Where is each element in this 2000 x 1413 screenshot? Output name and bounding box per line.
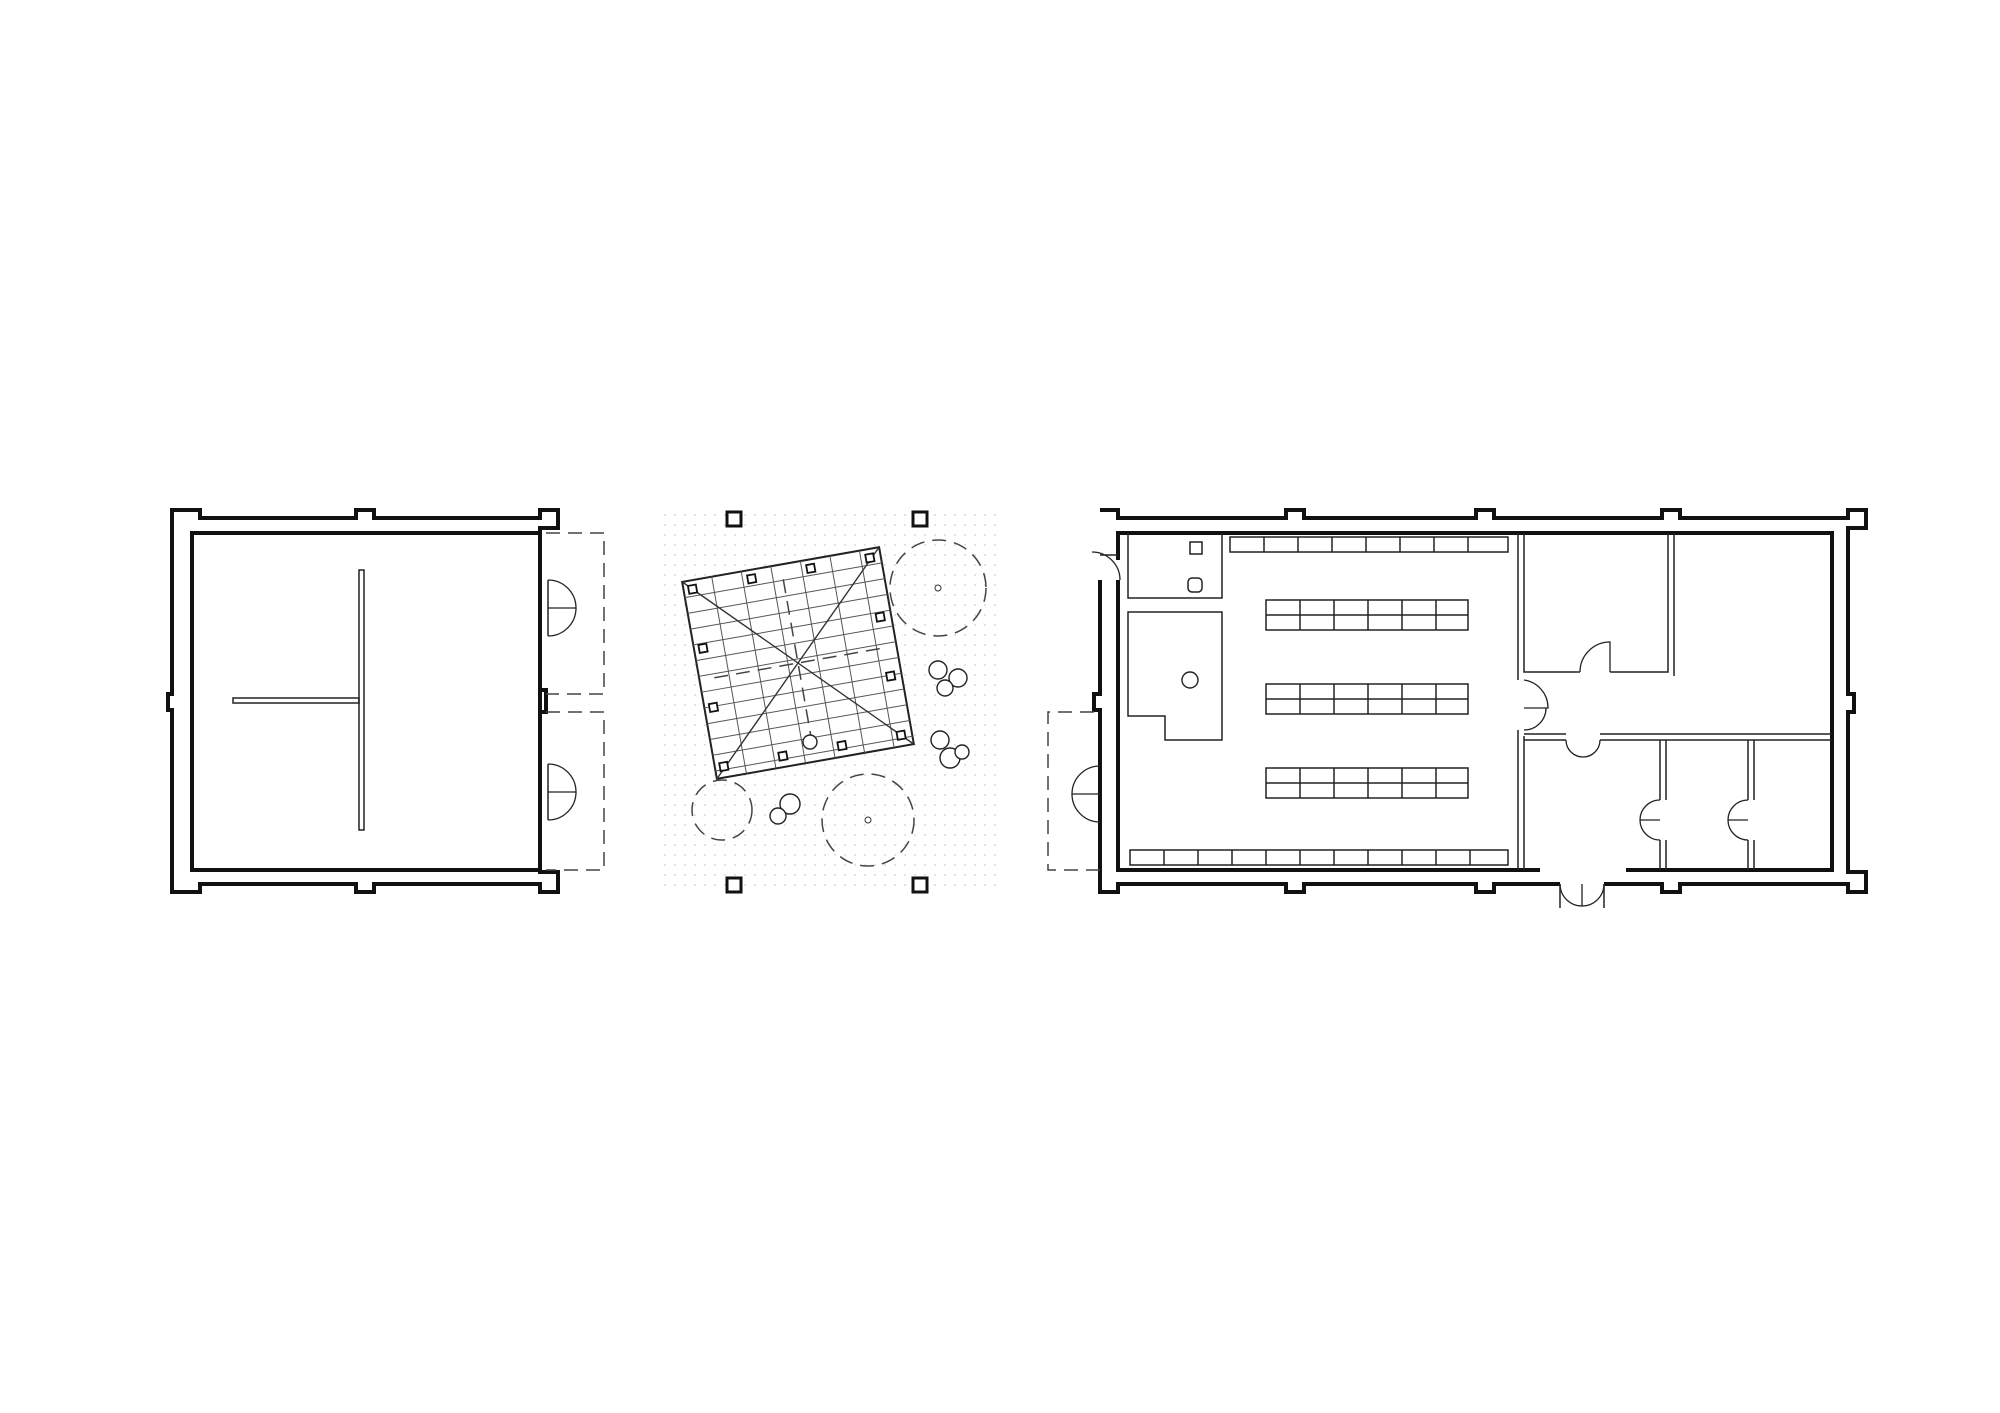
tree-top-right: [889, 539, 987, 637]
left-plan-dashed-canopy-upper: [546, 532, 605, 695]
people-group-left-lower: [769, 793, 801, 825]
left-plan-outer-wall: [166, 508, 560, 894]
right-floor-plan: [1047, 508, 1868, 908]
right-plan-partitions: [1517, 533, 1832, 870]
people-group-right-upper: [928, 660, 968, 697]
tree-bottom-left: [691, 779, 753, 841]
middle-courtyard-plan: [660, 510, 998, 894]
room-door-right: [1727, 799, 1749, 841]
office-door: [1579, 641, 1611, 673]
room-door-left: [1639, 799, 1661, 841]
column-bottom-right: [911, 876, 929, 894]
left-plan-dashed-canopy-lower: [546, 711, 605, 871]
right-plan-door-topleft: [1091, 551, 1121, 581]
reception-counter: [1127, 611, 1223, 741]
shelf-row-top: [1229, 536, 1509, 553]
shelf-row-3: [1265, 767, 1469, 799]
shelf-row-2: [1265, 683, 1469, 715]
right-plan-dashed-canopy: [1047, 711, 1100, 871]
column-bottom-left: [725, 876, 743, 894]
rotated-slatted-canopy: [680, 545, 916, 781]
column-top-right: [911, 510, 929, 528]
left-plan-double-door-lower: [547, 763, 577, 821]
right-plan-double-door-left: [1071, 765, 1101, 823]
main-entrance-double-door: [1559, 883, 1605, 908]
shelf-row-1: [1265, 599, 1469, 631]
left-plan-inner-wall: [190, 531, 542, 872]
right-plan-wc-room: [1127, 533, 1223, 599]
tree-bottom-center: [821, 773, 915, 867]
left-plan-partition-horizontal: [232, 697, 360, 704]
left-floor-plan: [166, 508, 605, 894]
right-plan-outer-wall: [1092, 508, 1868, 894]
person-under-canopy: [802, 734, 818, 750]
column-top-left: [725, 510, 743, 528]
shelf-row-bottom: [1129, 849, 1509, 866]
person-at-counter: [1181, 671, 1199, 689]
hall-double-door: [1565, 739, 1601, 758]
left-plan-double-door-upper: [547, 579, 577, 637]
corridor-door: [1523, 679, 1549, 731]
people-group-right-lower: [930, 730, 970, 769]
right-plan-inner-wall: [1116, 531, 1834, 872]
